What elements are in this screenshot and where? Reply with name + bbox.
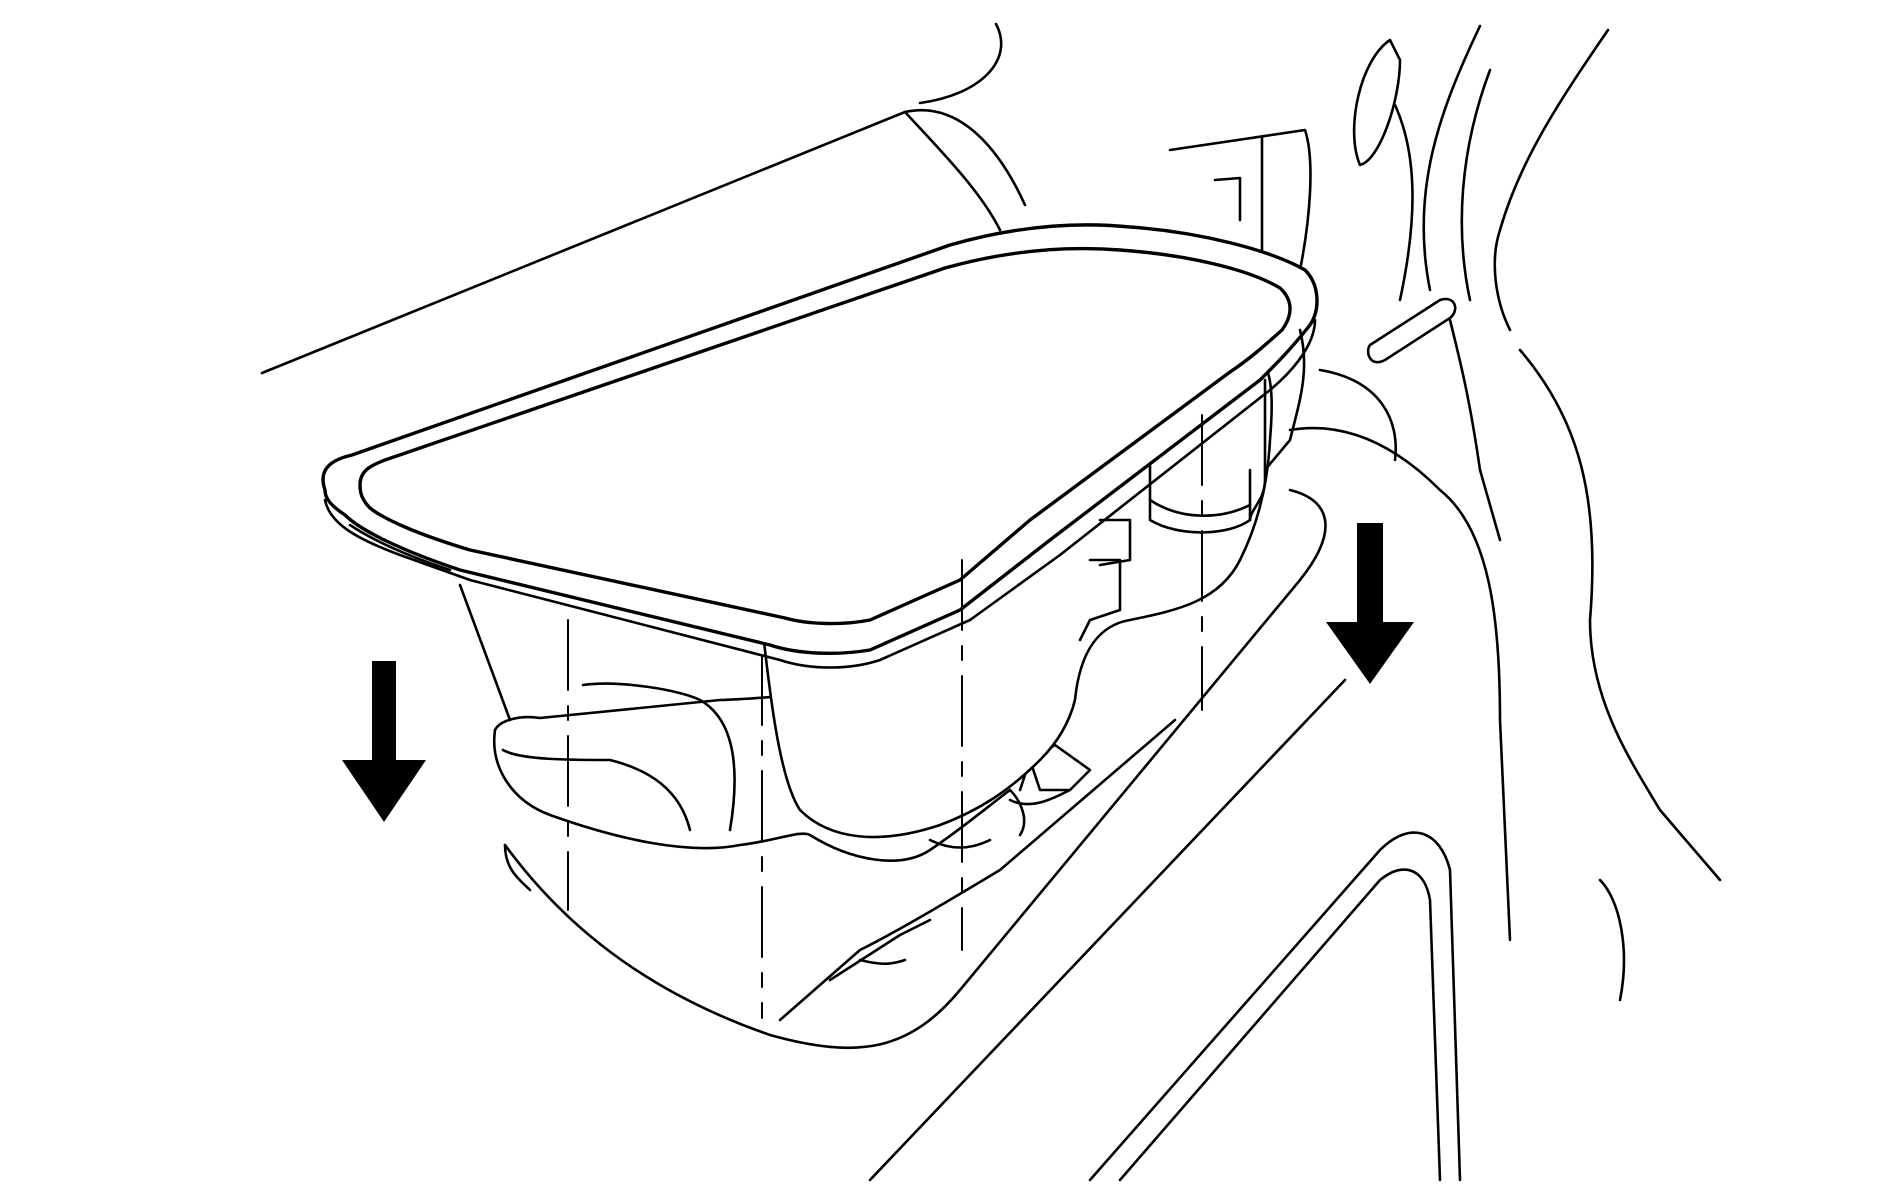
bezel-inner [358, 246, 1292, 626]
door-pocket-inner [1118, 868, 1442, 1182]
door-edge-right [1493, 28, 1610, 332]
front-cup-well [1098, 518, 1132, 567]
mirror-arm [1393, 103, 1414, 302]
bezel-thickness-edge [323, 318, 1317, 669]
vehicle-interior-background [260, 22, 1722, 1182]
floor-diagonal-line [868, 678, 1347, 1182]
bin-inner-rim [581, 682, 736, 832]
center-panel-curve [903, 109, 1027, 207]
seat-back-curve [918, 22, 1003, 105]
console-base-back [503, 843, 532, 892]
console-cupholder-bottom [828, 918, 932, 982]
pillar-line [1448, 318, 1502, 542]
arrow-down-icon [342, 661, 426, 822]
trim-bezel [321, 223, 1319, 669]
console-top-line [903, 110, 1002, 232]
bin-inner-left [501, 748, 692, 832]
door-frame-outer [1422, 24, 1482, 292]
trim-panel-left [1168, 128, 1312, 272]
door-frame-inner [1460, 68, 1492, 302]
panel-right-curve [1518, 348, 1722, 882]
bezel-underside [348, 523, 452, 572]
console-base [503, 488, 1327, 1050]
skirt-left [458, 583, 512, 722]
console-inner-floor [778, 718, 1177, 1022]
armrest-edge [1318, 368, 1398, 462]
rear-cup-well-outer [1248, 378, 1267, 522]
bin-outline [492, 728, 1012, 862]
panel-right-lower [1598, 878, 1626, 1002]
trim-slot [1213, 136, 1264, 262]
latch-handle [1366, 297, 1457, 364]
bin-clip [928, 788, 1026, 849]
rear-cup-well [1148, 458, 1252, 517]
door-pocket-outer [1088, 831, 1462, 1182]
bezel-skirt [458, 328, 1306, 722]
right-down-arrow [1326, 523, 1414, 684]
rear-cup-well-base [1148, 498, 1252, 534]
left-down-arrow [342, 661, 426, 822]
arrow-down-icon [1326, 523, 1414, 684]
front-cup-well-lower [1078, 558, 1122, 642]
alignment-guides [567, 414, 1203, 1019]
dashboard-upper-edge [260, 110, 907, 375]
armrest-top-curve [1288, 426, 1512, 942]
mirror-handle [1352, 38, 1402, 167]
console-base-front [503, 488, 1327, 1050]
console-floor-line [858, 958, 907, 966]
skirt-right [1263, 328, 1306, 472]
bezel-outer [321, 223, 1319, 655]
